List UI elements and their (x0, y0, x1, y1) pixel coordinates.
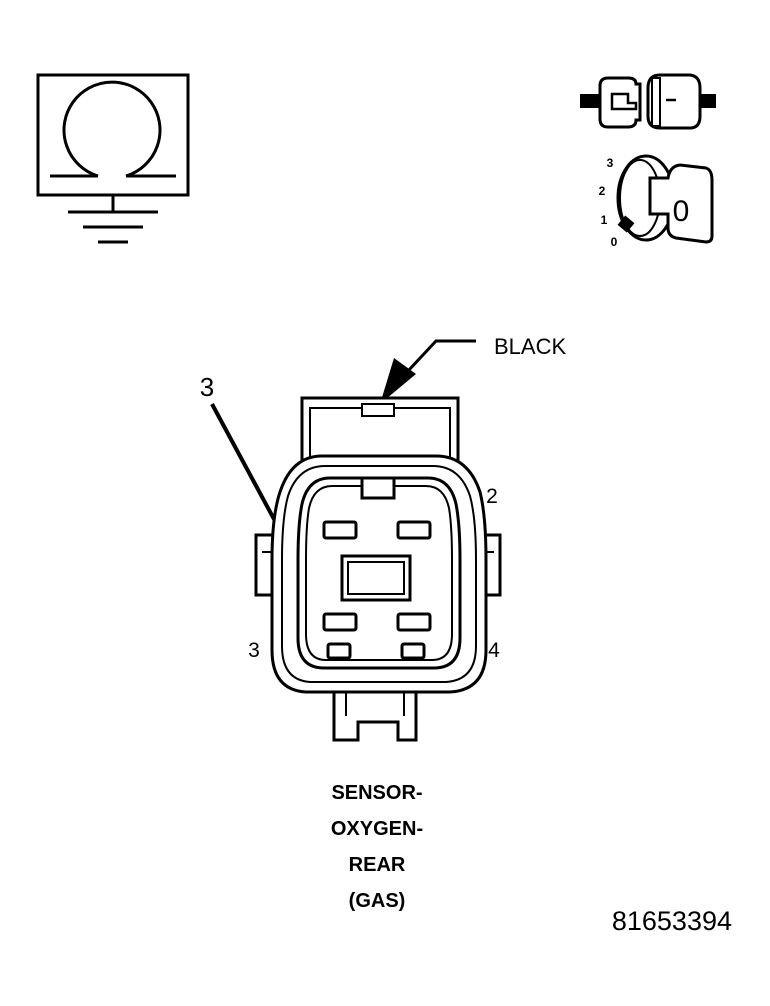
cavity-5 (326, 642, 352, 660)
caption-line-1: SENSOR- (331, 782, 422, 804)
cavity-6 (400, 642, 426, 660)
ignition-key-icon: 3 2 1 0 0 (599, 154, 714, 249)
figure-id: 81653394 (612, 906, 732, 936)
terminal-cavities (322, 520, 432, 660)
ignition-position-0: 0 (611, 235, 618, 249)
connector-disconnect-icon (580, 73, 716, 130)
cavity-4 (396, 612, 432, 632)
ignition-position-2: 2 (599, 184, 606, 198)
ignition-position-3: 3 (607, 156, 614, 170)
caption-line-2: OXYGEN- (331, 818, 423, 840)
connector-body (254, 396, 502, 742)
connector-color-label: BLACK (494, 334, 566, 359)
cavity-label-3: 3 (248, 639, 260, 662)
color-callout: BLACK (380, 334, 566, 404)
connector-caption: SENSOR- OXYGEN- REAR (GAS) (331, 782, 423, 912)
caption-line-4: (GAS) (349, 890, 406, 912)
cavity-1 (322, 520, 358, 540)
cavity-3 (322, 612, 358, 632)
cavity-2 (396, 520, 432, 540)
ignition-position-1: 1 (601, 213, 608, 227)
caption-line-3: REAR (349, 854, 406, 876)
callout-label-3: 3 (200, 372, 214, 402)
ohmmeter-ground-icon (36, 73, 190, 244)
cavity-label-4: 4 (488, 639, 500, 662)
cavity-label-2: 2 (486, 485, 498, 508)
ignition-key-label: 0 (673, 195, 690, 228)
